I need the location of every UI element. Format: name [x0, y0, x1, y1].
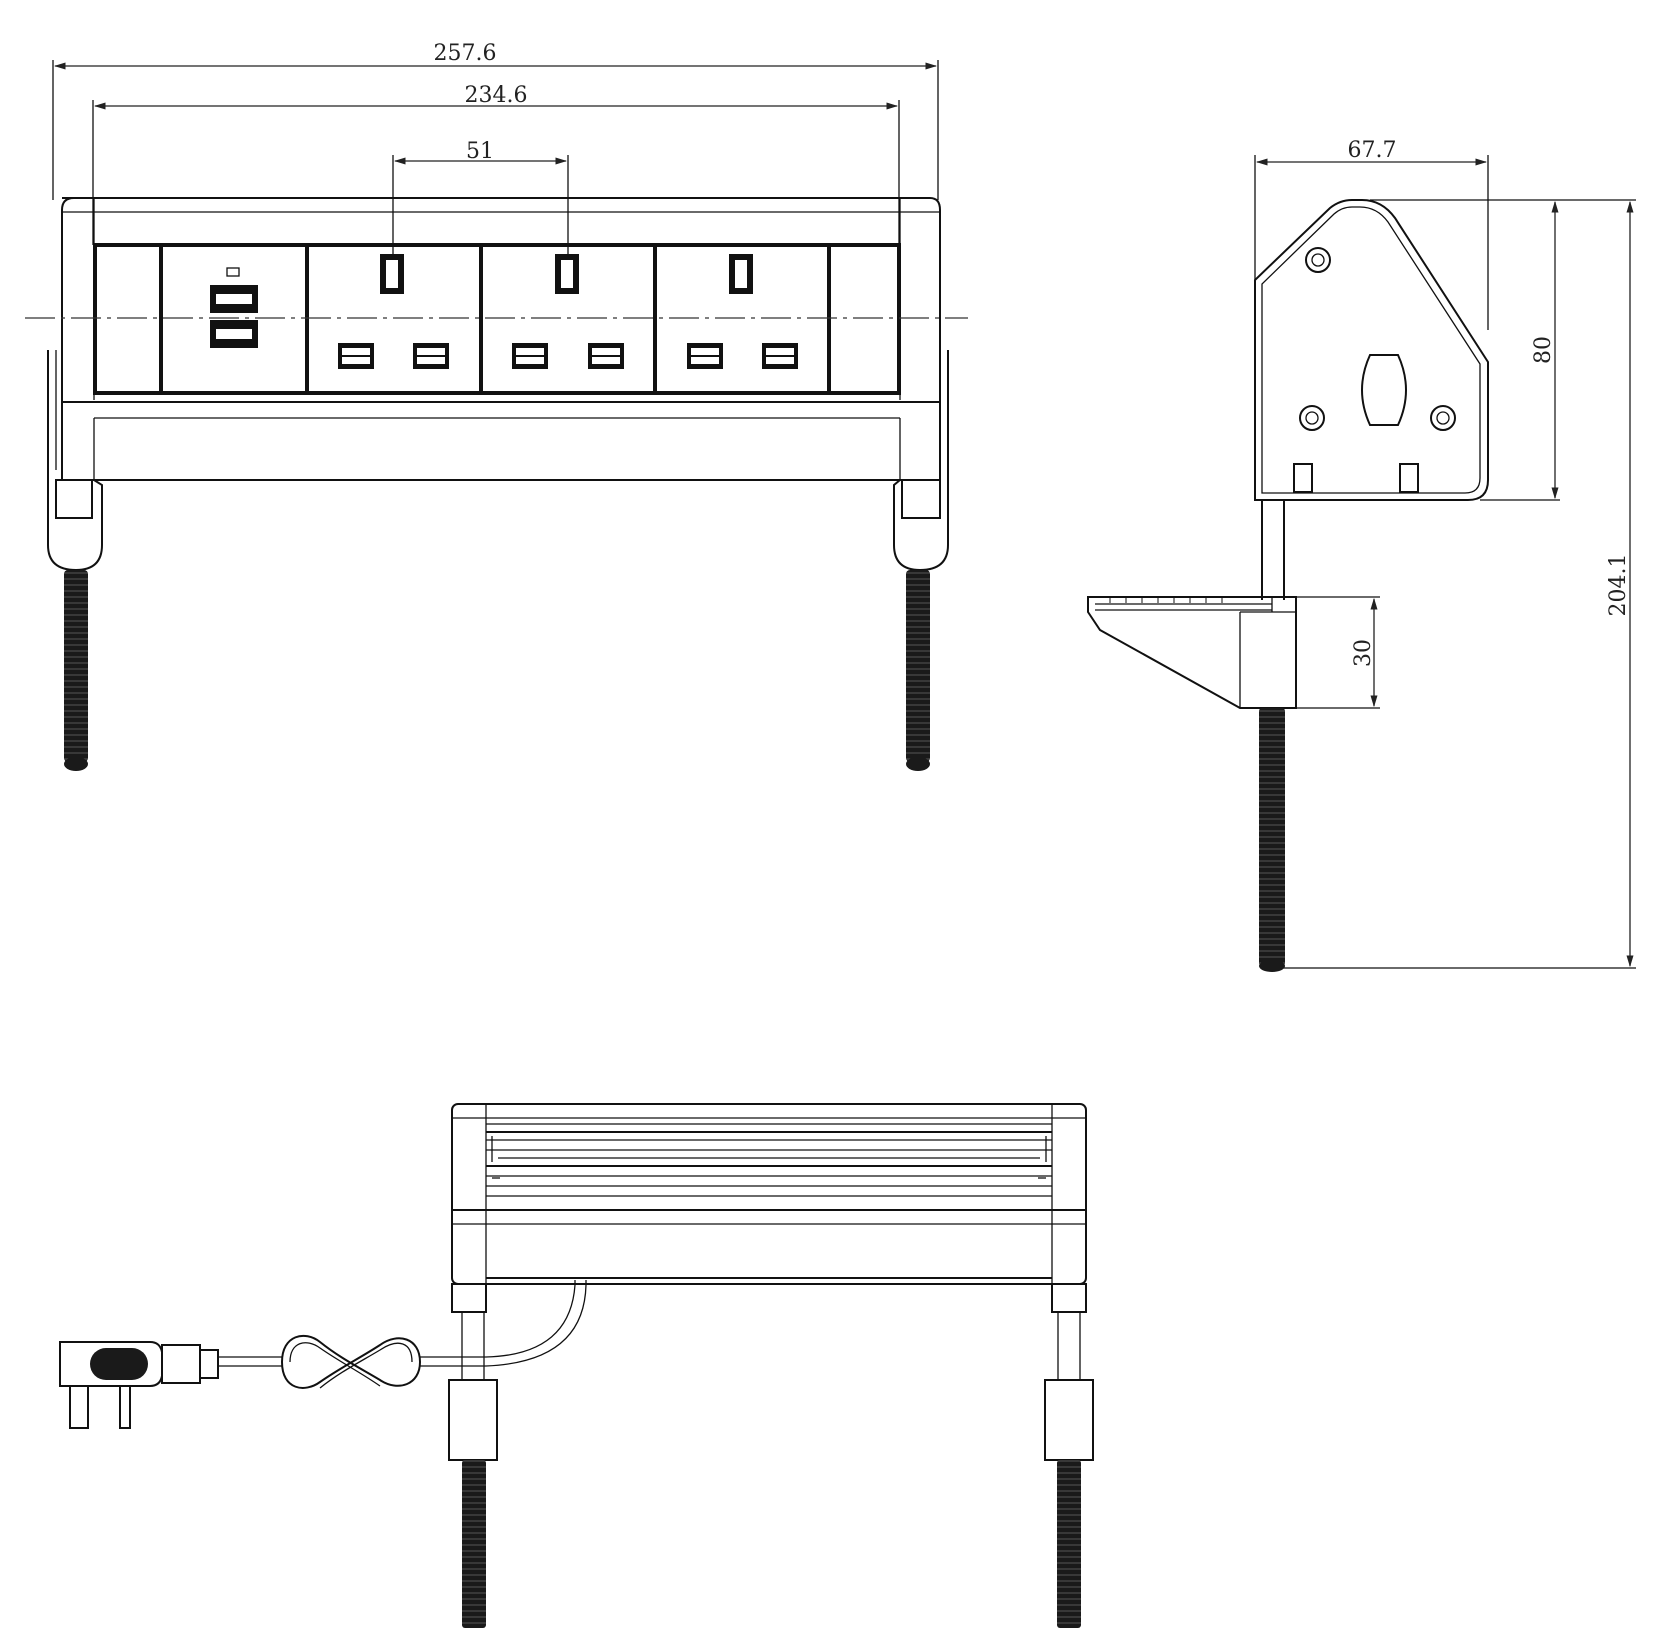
threaded-rod-right: [906, 570, 930, 762]
dim-overall-width: 257.6: [52, 41, 939, 200]
usb-module: [161, 245, 307, 393]
dim-label-side-height: 80: [1531, 336, 1556, 364]
uk-plug: [59, 1341, 219, 1429]
bracket-right: [893, 350, 949, 771]
foot-right: [1399, 463, 1419, 493]
blank-module-right: [829, 245, 899, 393]
screw-top: [1305, 247, 1331, 273]
dim-inner-width: 234.6: [92, 83, 900, 245]
usb-indicator-led: [226, 267, 240, 277]
blank-module-left: [95, 245, 161, 393]
uk-socket-3: [655, 245, 829, 393]
threaded-rod-back-left: [462, 1460, 486, 1628]
desk-clamp: [1087, 596, 1297, 709]
plug-earth-pin: [69, 1385, 89, 1429]
cable-entry-hole: [1361, 354, 1407, 426]
threaded-rod-side: [1259, 708, 1285, 966]
dim-label-clamp-thickness: 30: [1351, 639, 1376, 667]
back-leg-left: [448, 1283, 498, 1628]
dim-side-depth: 67.7: [1254, 138, 1489, 330]
front-view: 257.6 234.6 51: [25, 41, 968, 771]
end-cap-profile: [1254, 199, 1489, 501]
back-leg-right: [1044, 1283, 1094, 1628]
dim-label-overall-width: 257.6: [434, 41, 497, 66]
plug-grip: [90, 1348, 148, 1380]
power-unit-housing: [61, 197, 941, 481]
dim-label-inner-width: 234.6: [465, 83, 528, 108]
dim-total-height: 204.1: [1262, 199, 1636, 969]
screw-bottom-right: [1430, 405, 1456, 431]
dim-label-socket-pitch: 51: [466, 139, 494, 164]
cable-loop: [280, 1334, 422, 1389]
power-cable: [218, 1280, 587, 1389]
dim-label-total-height: 204.1: [1606, 554, 1631, 617]
dim-socket-pitch: 51: [392, 139, 569, 262]
side-view: 67.7 80 204.1 30: [1087, 138, 1636, 972]
threaded-rod-left: [64, 570, 88, 762]
plug-live-pin: [119, 1385, 131, 1429]
back-extrusion-ribs: [486, 1123, 1052, 1197]
foot-left: [1293, 463, 1313, 493]
bracket-left: [47, 350, 103, 771]
dim-label-side-depth: 67.7: [1348, 138, 1397, 163]
uk-socket-2: [481, 245, 655, 393]
threaded-rod-back-right: [1057, 1460, 1081, 1628]
back-view: [59, 1103, 1094, 1628]
dim-clamp-thickness: 30: [1296, 596, 1380, 709]
back-housing: [451, 1103, 1087, 1285]
screw-bottom-left: [1299, 405, 1325, 431]
dim-side-height: 80: [1370, 199, 1560, 501]
uk-socket-1: [307, 245, 481, 393]
side-post: [1261, 500, 1285, 600]
